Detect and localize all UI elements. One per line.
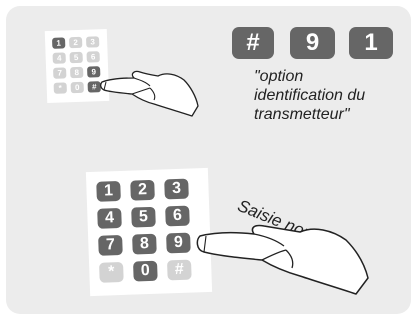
caption-line-1: "option — [254, 68, 304, 85]
big-keypad: 1 2 3 4 5 6 7 8 9 * 0 # — [85, 167, 213, 297]
small-key-7: 7 — [53, 67, 67, 79]
caption-line-3: transmetteur" — [254, 106, 350, 123]
big-key-7: 7 — [98, 234, 123, 256]
small-key-6: 6 — [86, 51, 100, 63]
small-key-2: 2 — [68, 36, 83, 49]
small-key-3: 3 — [85, 36, 100, 48]
big-key-2: 2 — [130, 179, 155, 201]
small-key-hash: # — [87, 81, 101, 93]
big-key-5: 5 — [131, 206, 156, 228]
sequence-key-hash: # — [232, 27, 274, 59]
big-key-3: 3 — [164, 178, 189, 200]
big-key-6: 6 — [165, 205, 190, 227]
sequence-key-1: 1 — [349, 27, 393, 59]
small-key-1: 1 — [52, 37, 66, 49]
small-pointing-hand-icon — [100, 70, 199, 117]
big-key-4: 4 — [97, 207, 122, 229]
big-key-star: * — [99, 261, 124, 283]
big-pointing-hand-icon — [196, 224, 369, 295]
big-key-1: 1 — [96, 180, 121, 202]
sequence-key-9: 9 — [290, 27, 335, 59]
caption-line-2: identification du — [254, 87, 366, 104]
small-key-star: * — [53, 82, 67, 94]
small-key-9: 9 — [87, 66, 101, 78]
small-key-4: 4 — [52, 52, 66, 64]
small-key-0: 0 — [70, 81, 84, 94]
big-key-hash: # — [167, 259, 192, 281]
big-key-0: 0 — [133, 260, 158, 282]
caption-text: "option identification du transmetteur" — [254, 67, 404, 124]
small-key-8: 8 — [70, 66, 84, 79]
big-key-9: 9 — [166, 232, 191, 254]
small-key-5: 5 — [69, 51, 83, 64]
big-key-8: 8 — [132, 233, 157, 255]
